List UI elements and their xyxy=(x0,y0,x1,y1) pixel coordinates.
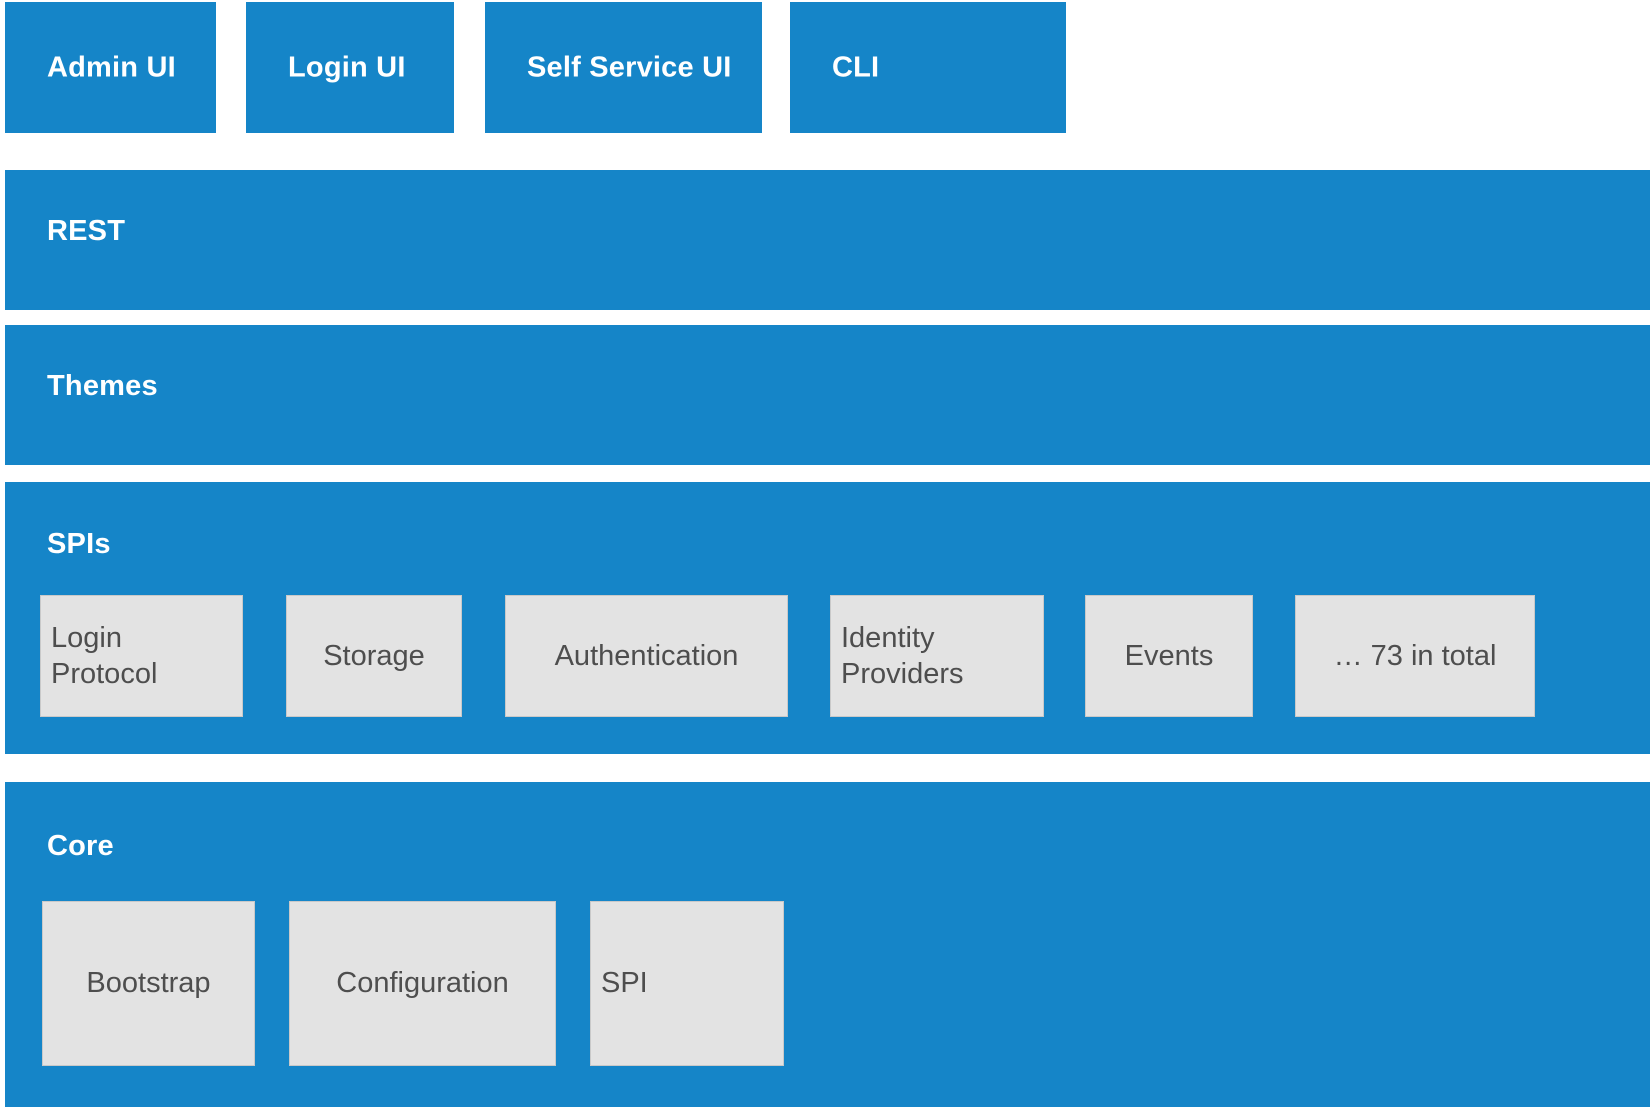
spi-chip-events[interactable]: Events xyxy=(1085,595,1253,717)
client-box-admin-ui[interactable]: Admin UI xyxy=(5,2,216,133)
layer-themes-label: Themes xyxy=(47,370,158,402)
spi-chip-events-label: Events xyxy=(1124,639,1214,672)
spi-chip-identity-providers-label: Identity Providers xyxy=(841,621,964,690)
core-chip-bootstrap[interactable]: Bootstrap xyxy=(42,901,255,1066)
spi-chip-identity-providers[interactable]: Identity Providers xyxy=(830,595,1044,717)
layer-spis-label: SPIs xyxy=(47,528,111,560)
core-chip-configuration-label: Configuration xyxy=(336,967,509,1000)
layer-themes[interactable]: Themes xyxy=(5,325,1650,465)
spi-chip-total-count[interactable]: … 73 in total xyxy=(1295,595,1535,717)
client-box-self-service-ui-label: Self Service UI xyxy=(527,51,732,83)
spi-chip-login-protocol-label: Login Protocol xyxy=(51,621,158,690)
core-chip-spi[interactable]: SPI xyxy=(590,901,784,1066)
spi-chip-storage-label: Storage xyxy=(323,639,425,672)
core-chip-configuration[interactable]: Configuration xyxy=(289,901,556,1066)
layer-rest-label: REST xyxy=(47,215,126,247)
spi-chip-storage[interactable]: Storage xyxy=(286,595,462,717)
spi-chip-login-protocol[interactable]: Login Protocol xyxy=(40,595,243,717)
client-box-login-ui-label: Login UI xyxy=(288,51,406,83)
client-box-cli-label: CLI xyxy=(832,51,880,83)
layer-core[interactable]: Core Bootstrap Configuration SPI xyxy=(5,782,1650,1107)
client-box-self-service-ui[interactable]: Self Service UI xyxy=(485,2,762,133)
layer-core-label: Core xyxy=(47,830,114,862)
spi-chip-authentication[interactable]: Authentication xyxy=(505,595,788,717)
client-box-login-ui[interactable]: Login UI xyxy=(246,2,454,133)
client-box-cli[interactable]: CLI xyxy=(790,2,1066,133)
core-chip-bootstrap-label: Bootstrap xyxy=(86,967,211,1000)
client-box-admin-ui-label: Admin UI xyxy=(47,51,176,83)
layer-spis[interactable]: SPIs Login Protocol Storage Authenticati… xyxy=(5,482,1650,754)
core-chip-spi-label: SPI xyxy=(601,967,648,1000)
spi-chip-total-count-label: … 73 in total xyxy=(1333,639,1497,672)
layer-rest[interactable]: REST xyxy=(5,170,1650,310)
spi-chip-authentication-label: Authentication xyxy=(554,639,739,672)
